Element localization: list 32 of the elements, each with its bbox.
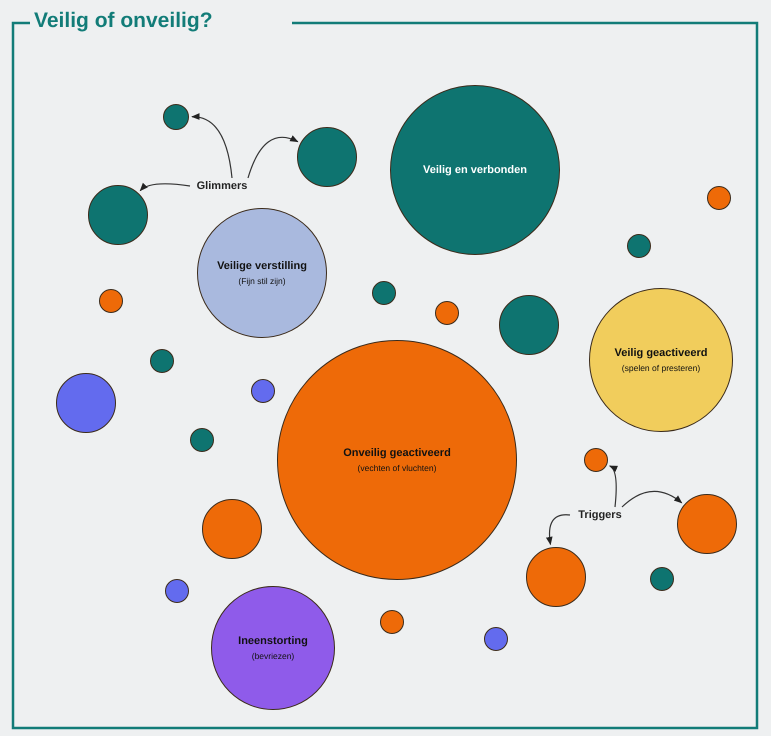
state-subtitle: (vechten of vluchten) xyxy=(358,463,436,473)
curved-arrow xyxy=(622,490,682,508)
small-circle xyxy=(251,379,275,403)
state-name: Veilige verstilling xyxy=(217,260,307,272)
state-name: Ineenstorting xyxy=(238,635,308,647)
small-circle xyxy=(99,289,123,313)
state-subtitle: (bevriezen) xyxy=(252,651,294,661)
small-circle xyxy=(707,186,731,210)
state-subtitle: (spelen of presteren) xyxy=(622,363,700,373)
small-circle xyxy=(165,579,189,603)
small-circle xyxy=(190,428,214,452)
curved-arrow xyxy=(546,514,570,546)
state-name: Veilig geactiveerd xyxy=(614,347,708,359)
small-circle xyxy=(435,301,459,325)
curved-arrow xyxy=(140,183,190,192)
state-name: Onveilig geactiveerd xyxy=(343,447,451,459)
small-circle xyxy=(484,627,508,651)
small-circle xyxy=(372,281,396,305)
small-circle xyxy=(163,104,189,130)
small-circle xyxy=(650,567,674,591)
small-circle xyxy=(150,349,174,373)
curved-arrow xyxy=(247,136,299,178)
curved-arrow xyxy=(191,114,233,178)
state-name: Veilig en verbonden xyxy=(423,164,527,176)
small-circle xyxy=(380,610,404,634)
annotation-label: Triggers xyxy=(578,509,622,521)
state-subtitle: (Fijn stil zijn) xyxy=(238,276,286,286)
curved-arrow xyxy=(609,465,618,508)
annotation-label: Glimmers xyxy=(196,180,248,192)
small-circle xyxy=(627,234,651,258)
small-circle xyxy=(584,448,608,472)
title: Veilig of onveilig? xyxy=(34,9,213,33)
